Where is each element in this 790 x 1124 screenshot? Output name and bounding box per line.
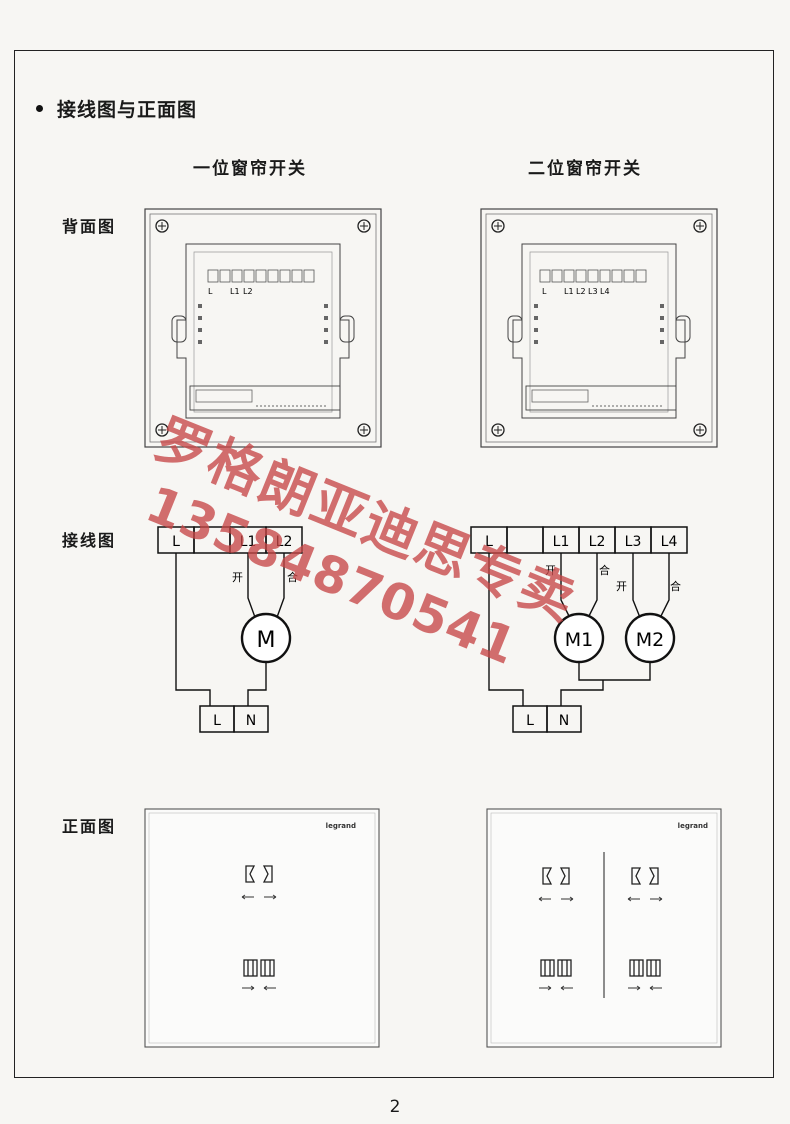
terminal-label: L3 (625, 534, 642, 550)
screw-icon (693, 219, 707, 233)
wiring-diagram-single: L L1 L2 开 合 M L N (157, 526, 303, 733)
curtain-open-icon[interactable] (542, 867, 570, 885)
front-view-double: legrand (486, 808, 722, 1048)
arrows-outward-icon (241, 894, 277, 900)
terminal-label: L1 (553, 534, 570, 550)
supply-label: N (246, 713, 256, 729)
back-view-single: L L1 L2 (144, 208, 382, 448)
row-label-front: 正面图 (62, 817, 117, 836)
terminal-box (546, 705, 582, 733)
screw-icon (491, 219, 505, 233)
supply-label: L (526, 713, 534, 729)
screw-icon (357, 219, 371, 233)
front-view-single: legrand (144, 808, 380, 1048)
arrows-inward-icon (242, 985, 276, 991)
open-label: 开 (616, 580, 627, 593)
curtain-close-icon[interactable] (629, 959, 661, 977)
terminal-label: L1 (564, 287, 574, 296)
screw-icon (491, 423, 505, 437)
terminal-box (193, 526, 231, 554)
terminal-label: L (208, 287, 213, 296)
screw-icon (357, 423, 371, 437)
arrows-inward-icon (628, 985, 662, 991)
motor-icon (553, 612, 605, 664)
terminal-box (506, 526, 544, 554)
section-heading-text: 接线图与正面图 (57, 99, 198, 121)
row-label-back: 背面图 (62, 217, 117, 236)
arrows-outward-icon (538, 896, 574, 902)
screw-icon (155, 423, 169, 437)
terminal-label: L (485, 534, 493, 550)
close-label: 合 (670, 579, 681, 593)
terminal-label: L (172, 534, 180, 550)
motor-icon (624, 612, 676, 664)
terminal-label: L2 (276, 534, 293, 550)
column-title-single: 一位窗帘开关 (193, 159, 307, 179)
wiring-diagram-double: L L1 L2 L3 L4 开 合 开 合 M1 M2 L N (470, 526, 688, 733)
terminal-label: L (542, 287, 547, 296)
page-number: 2 (389, 1097, 401, 1117)
curtain-open-icon[interactable] (245, 865, 273, 883)
motor-label: M1 (565, 629, 593, 651)
supply-label: N (559, 713, 569, 729)
close-label: 合 (287, 570, 298, 584)
arrows-inward-icon (539, 985, 573, 991)
row-label-wiring: 接线图 (62, 531, 117, 550)
curtain-close-icon[interactable] (243, 959, 275, 977)
column-title-double: 二位窗帘开关 (528, 159, 642, 179)
terminal-label: L1 (230, 287, 240, 296)
bullet-icon (36, 105, 43, 112)
terminal-label: L4 (661, 534, 678, 550)
curtain-open-icon[interactable] (631, 867, 659, 885)
arrows-outward-icon (627, 896, 663, 902)
motor-icon (240, 612, 292, 664)
curtain-close-icon[interactable] (540, 959, 572, 977)
page-frame (14, 50, 774, 1078)
terminal-label: L2 (576, 287, 586, 296)
terminal-label: L2 (243, 287, 253, 296)
motor-label: M2 (636, 629, 664, 651)
brand-logo: legrand (326, 822, 356, 830)
terminal-box (233, 705, 269, 733)
close-label: 合 (599, 563, 610, 577)
motor-label: M (257, 628, 276, 653)
terminal-label: L1 (240, 534, 257, 550)
terminal-label: L2 (589, 534, 606, 550)
screw-icon (155, 219, 169, 233)
open-label: 开 (232, 571, 243, 584)
brand-logo: legrand (678, 822, 708, 830)
terminal-label: L4 (600, 287, 610, 296)
terminal-label: L3 (588, 287, 598, 296)
open-label: 开 (545, 564, 556, 577)
supply-label: L (213, 713, 221, 729)
screw-icon (693, 423, 707, 437)
section-heading: 接线图与正面图 (36, 95, 197, 122)
back-view-double: L L1 L2 L3 L4 (480, 208, 718, 448)
